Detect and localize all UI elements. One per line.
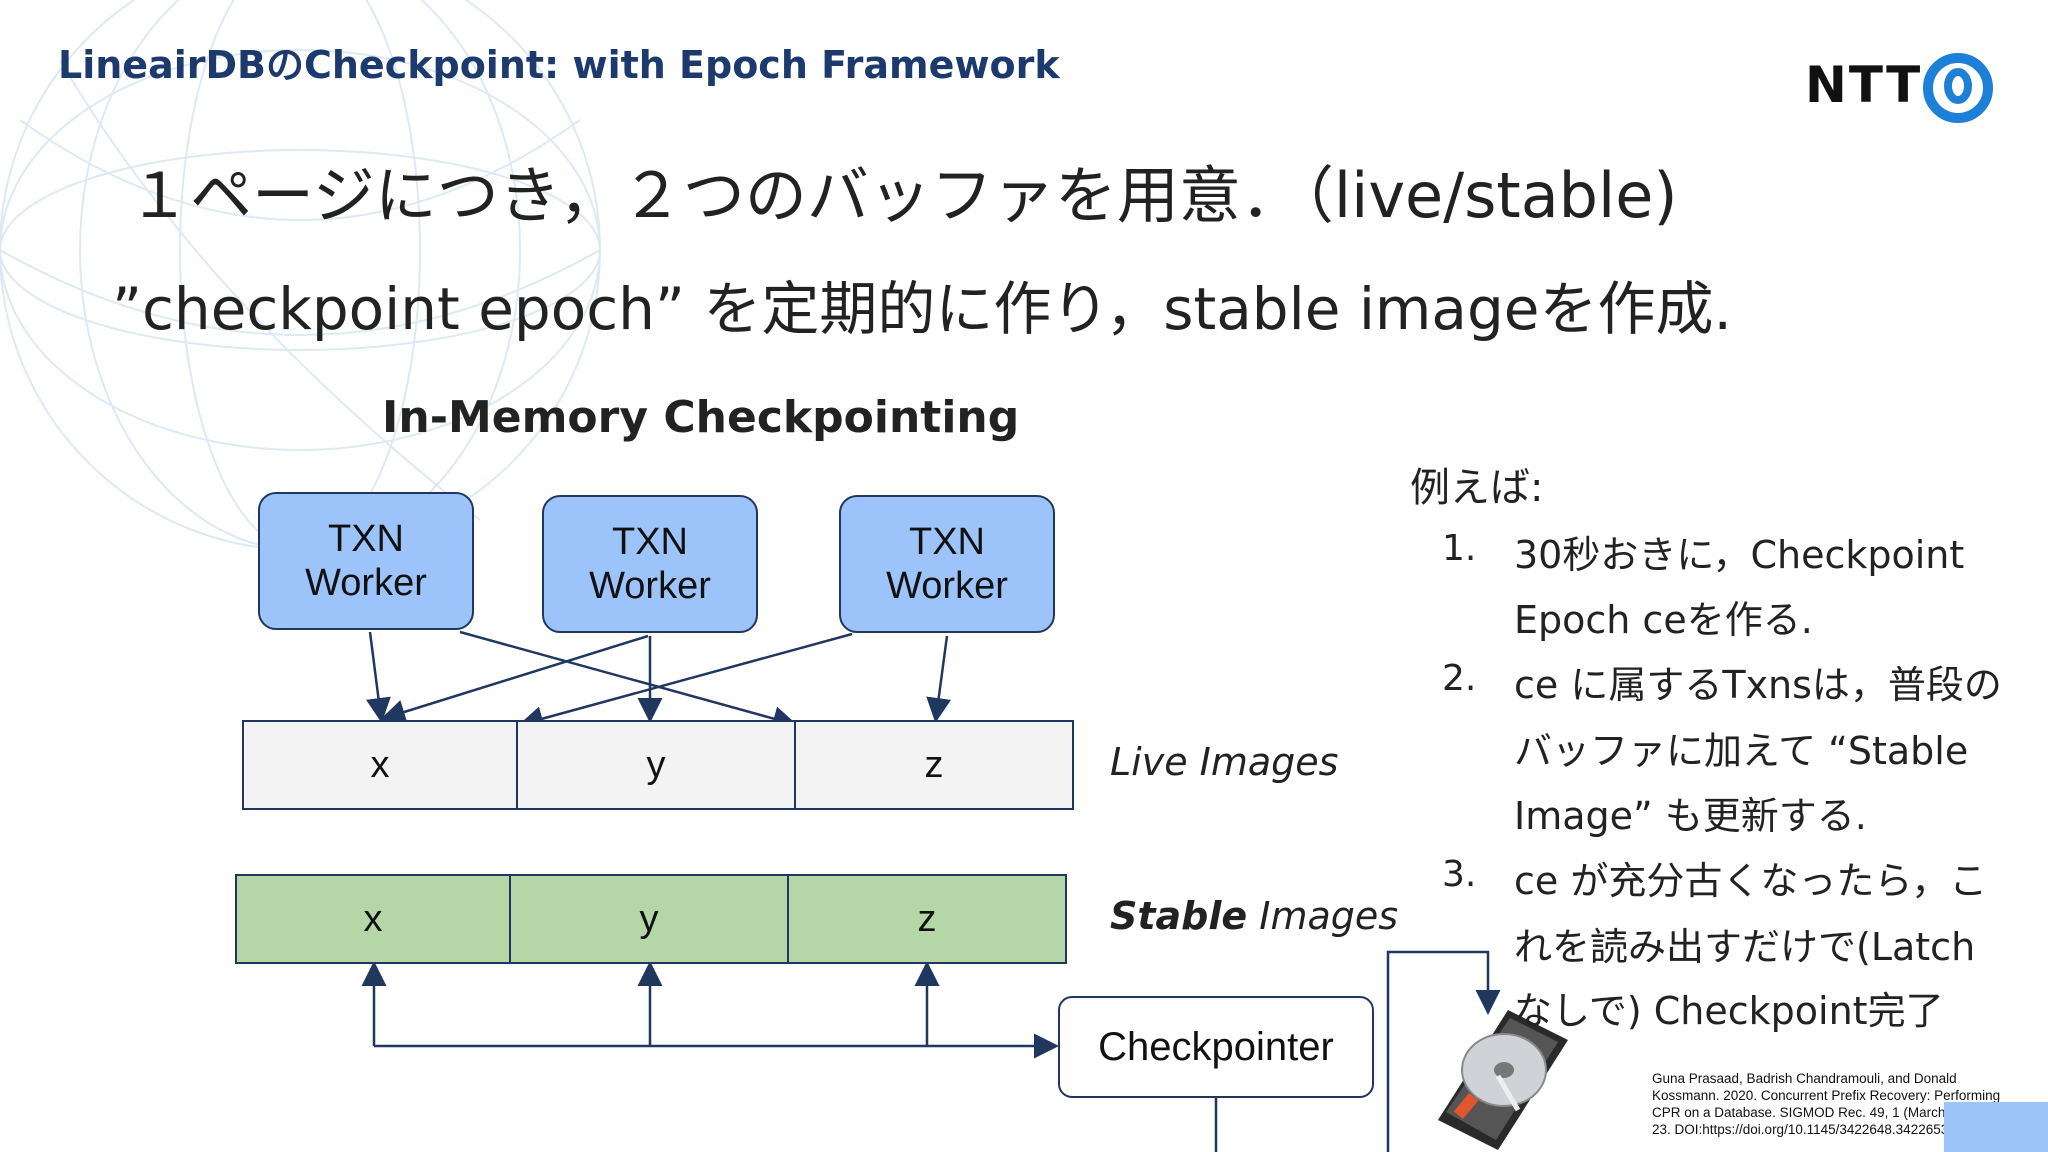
list-item-1-line-2: Epoch ceを作る.: [1514, 598, 1813, 642]
stable-images-label: Stable Images: [1110, 894, 1398, 938]
list-number-2: 2.: [1442, 658, 1477, 699]
hard-disk-icon: [1438, 1010, 1568, 1150]
example-title: 例えば:: [1410, 465, 1544, 511]
arrow-w3-y: [518, 632, 853, 731]
arrow-disk-feed: [1386, 950, 1501, 1152]
checkpointer-box: Checkpointer: [1058, 996, 1374, 1098]
arrow-w3-z: [926, 635, 952, 723]
live-cell-z: z: [794, 720, 1074, 810]
list-item-3-line-2: れを読み出すだけで(Latch: [1514, 925, 1976, 969]
stable-cell-z: z: [787, 874, 1067, 964]
live-cell-x: x: [242, 720, 518, 810]
worker-label-line1: TXN: [327, 518, 404, 560]
stable-word: Stable: [1110, 894, 1248, 938]
arrow-w2-x: [380, 634, 649, 724]
list-number-3: 3.: [1442, 854, 1477, 895]
list-item-3-line-3: なしで) Checkpoint完了: [1514, 989, 1944, 1033]
list-item-2-line-3: Image” も更新する.: [1514, 794, 1867, 838]
headline-line-2: ”checkpoint epoch” を定期的に作り，stable imageを…: [112, 275, 1732, 343]
ntt-logo-icon: [1923, 53, 1993, 123]
worker-label-line1: TXN: [611, 521, 688, 563]
arrow-w1-z: [459, 630, 798, 731]
corner-accent-box: [1944, 1102, 2048, 1152]
list-item-1-line-1: 30秒おきに，Checkpoint: [1514, 533, 1965, 577]
worker-label-line1: TXN: [908, 521, 985, 563]
live-cell-y: y: [516, 720, 796, 810]
worker-label-line2: Worker: [305, 562, 427, 604]
ntt-logo-text: NTT: [1805, 56, 1923, 114]
list-item-3-line-1: ce が充分古くなったら，こ: [1514, 859, 1988, 903]
stable-cell-x: x: [235, 874, 511, 964]
list-item-2-line-1: ce に属するTxnsは，普段の: [1514, 663, 2002, 707]
stable-cell-y: y: [509, 874, 789, 964]
headline-line-1: １ページにつき，２つのバッファを用意．（live/stable): [128, 159, 1678, 232]
list-number-1: 1.: [1442, 528, 1477, 569]
arrow-w1-x: [366, 631, 391, 723]
citation-text: Guna Prasaad, Badrish Chandramouli, and …: [1652, 1071, 2014, 1137]
worker-label-line2: Worker: [589, 565, 711, 607]
images-word: Images: [1247, 894, 1399, 938]
list-item-2-line-2: バッファに加えて “Stable: [1514, 729, 1969, 773]
diagram-title: In-Memory Checkpointing: [382, 392, 1020, 443]
slide-header-title: LineairDBのCheckpoint: with Epoch Framewo…: [58, 43, 1060, 87]
live-images-label: Live Images: [1110, 740, 1339, 784]
worker-label-line2: Worker: [886, 565, 1008, 607]
